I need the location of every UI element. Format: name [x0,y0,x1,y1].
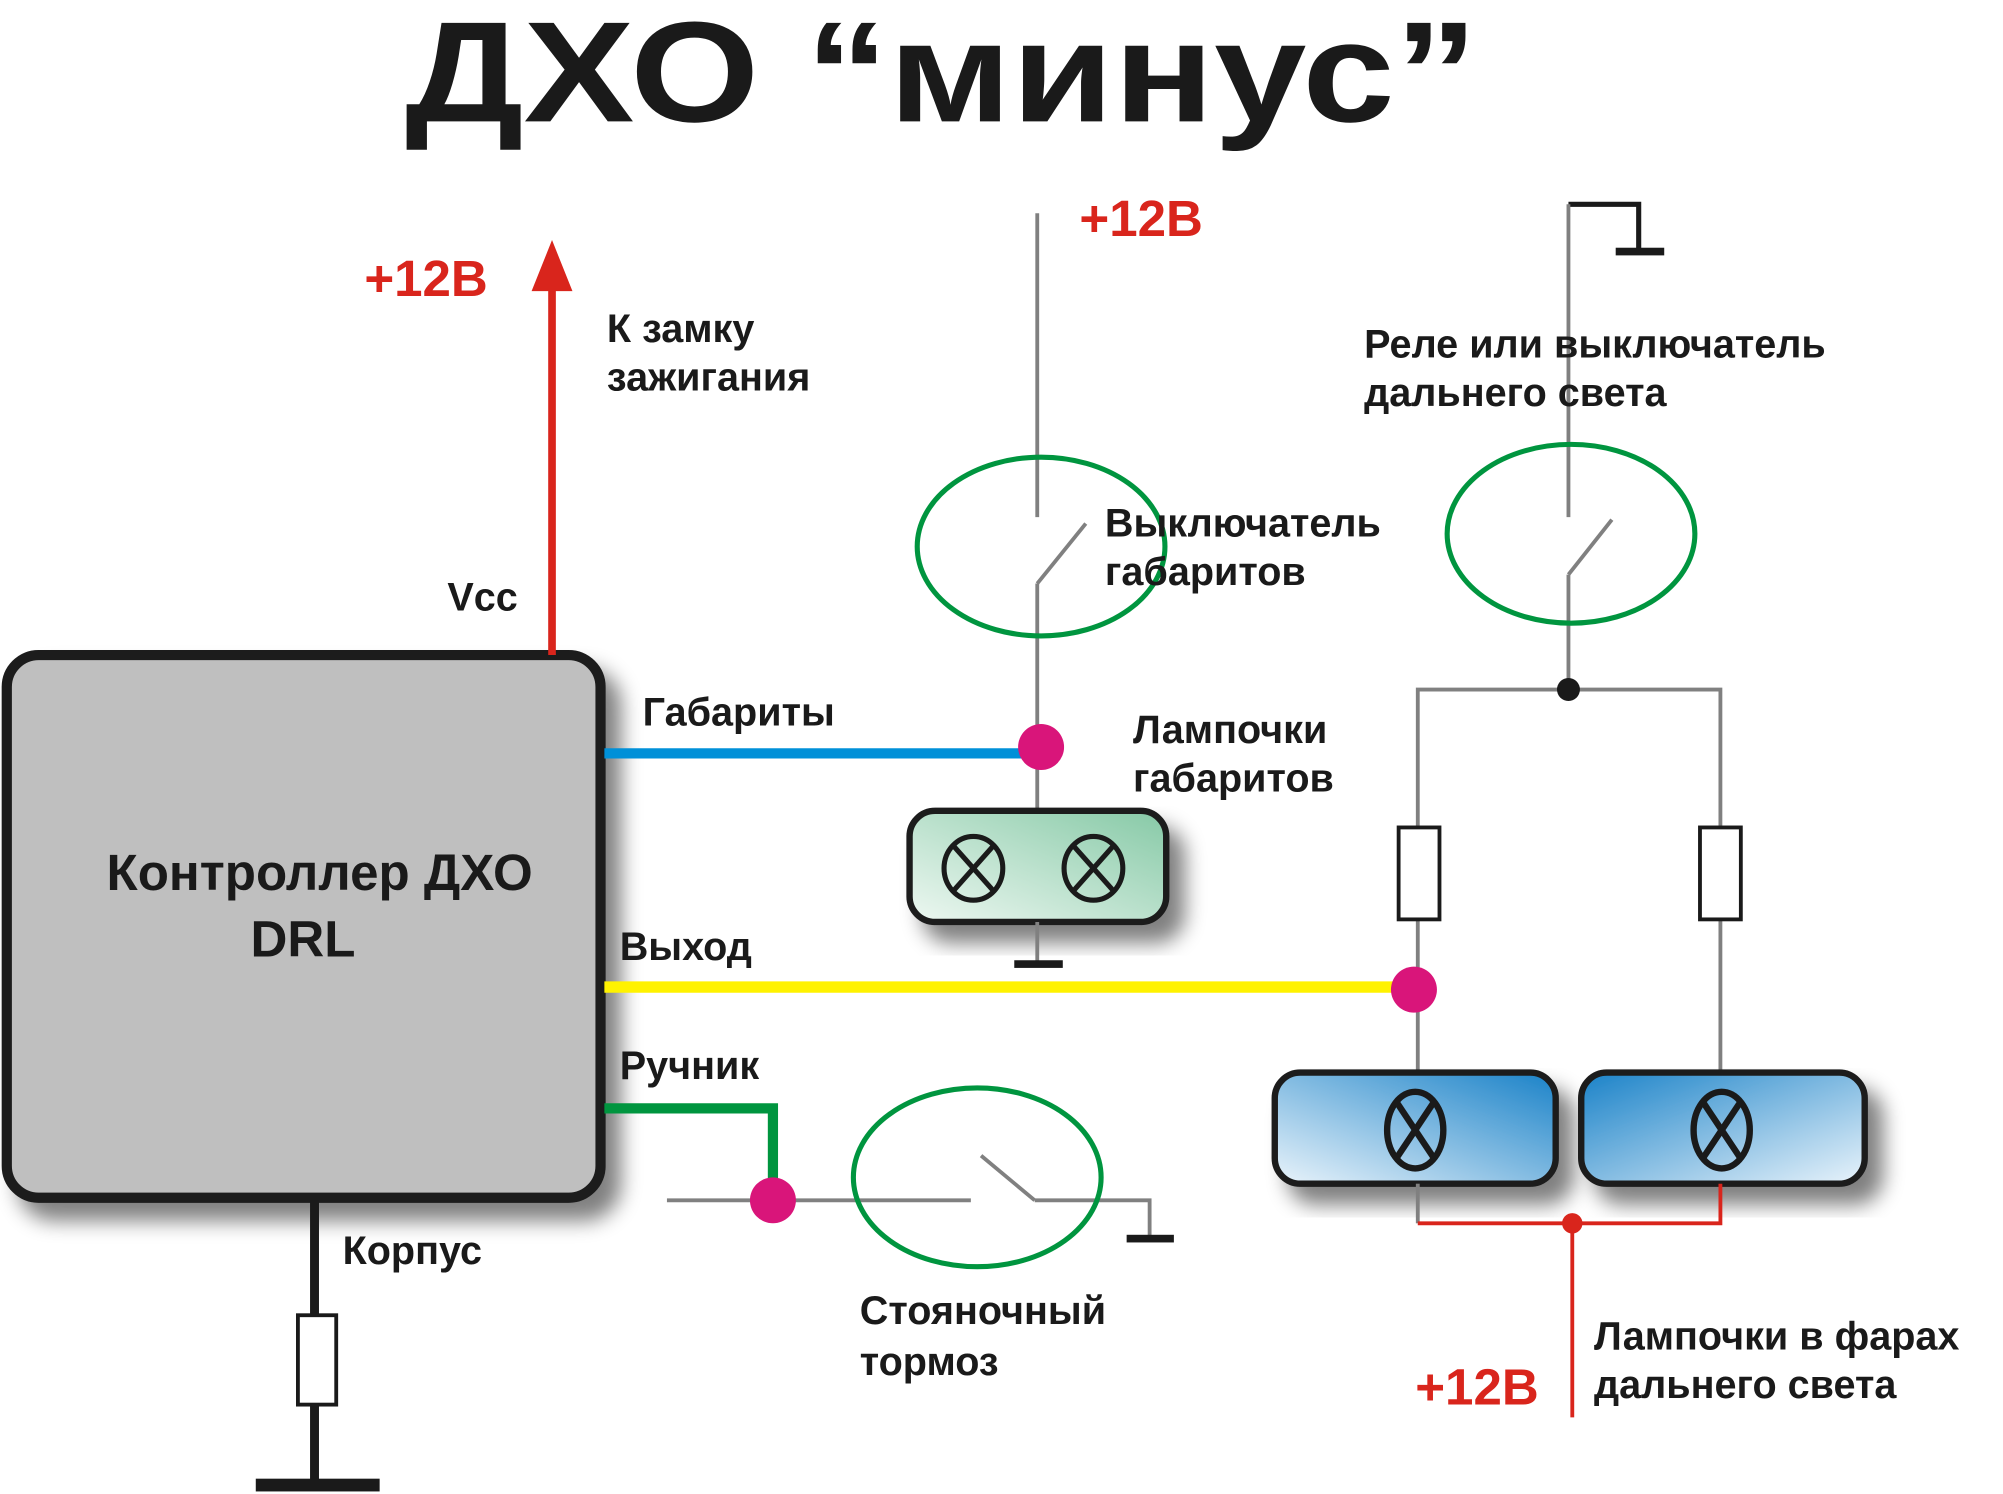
handbrake-switch-contact [979,1154,1036,1202]
parking-brake-label-1: Стояночный [860,1289,1106,1333]
highbeam-power-wire [1417,1183,1723,1226]
lamp-icon [941,833,1006,903]
highbeam-split-wire [1415,687,1723,1073]
lamp-icon [1061,833,1126,903]
handbrake-label: Ручник [620,1044,760,1088]
junction-relay [1556,678,1580,702]
page-title: ДХО “минус” [405,0,1478,152]
output-label: Выход [620,925,752,969]
parking-lamps-label-2: габаритов [1133,757,1334,801]
ground-icon [255,1478,380,1492]
ground-icon [1014,921,1063,968]
junction-output [1390,966,1437,1013]
handbrake-switch-outline [850,1085,1104,1270]
parking-brake-label-2: тормоз [860,1340,999,1384]
plus12-ignition: +12В [364,250,487,307]
plus12-parking: +12В [1079,190,1203,247]
lamp-icon [1690,1088,1753,1172]
relay-label-2: дальнего света [1364,371,1667,415]
junction-handbrake [749,1177,796,1224]
relay-switch-contact [1566,518,1614,576]
arrow-up-icon [531,240,573,292]
parking-switch-outline [914,454,1168,639]
vcc-label: Vcc [447,575,517,619]
highbeam-label-2: дальнего света [1594,1363,1897,1407]
plus12-highbeam: +12В [1415,1359,1539,1416]
relay-label-1: Реле или выключатель [1364,323,1826,367]
relay-switch-outline [1444,441,1698,626]
parking-lamps-label-1: Лампочки [1133,708,1327,752]
ignition-label-1: К замку [607,307,754,351]
fuse-icon [1396,825,1442,922]
junction-gabarity [1018,724,1065,770]
parking-switch-label-2: габаритов [1105,550,1306,594]
junction-highbeam-power [1562,1213,1583,1234]
parking-lamps-box [906,807,1170,926]
controller-model: DRL [251,910,356,967]
handbrake-ground-wire [1034,1198,1152,1239]
fuse-icon [1698,825,1743,922]
ground-icon [1568,201,1665,256]
drl-controller-box [1,649,606,1203]
fuse-icon [296,1313,339,1407]
ground-label: Корпус [343,1229,482,1273]
lamp-icon [1383,1088,1447,1172]
parking-switch-label-1: Выключатель [1105,501,1381,545]
gabarity-label: Габариты [643,690,835,734]
handbrake-wire [604,1103,779,1201]
ground-icon [1126,1234,1174,1243]
controller-label: Контроллер ДХО [107,844,533,901]
ignition-label-2: зажигания [607,356,810,400]
parking-switch-contact [1035,522,1088,585]
highbeam-label-1: Лампочки в фарах [1594,1315,1959,1359]
ignition-wire [531,240,573,656]
